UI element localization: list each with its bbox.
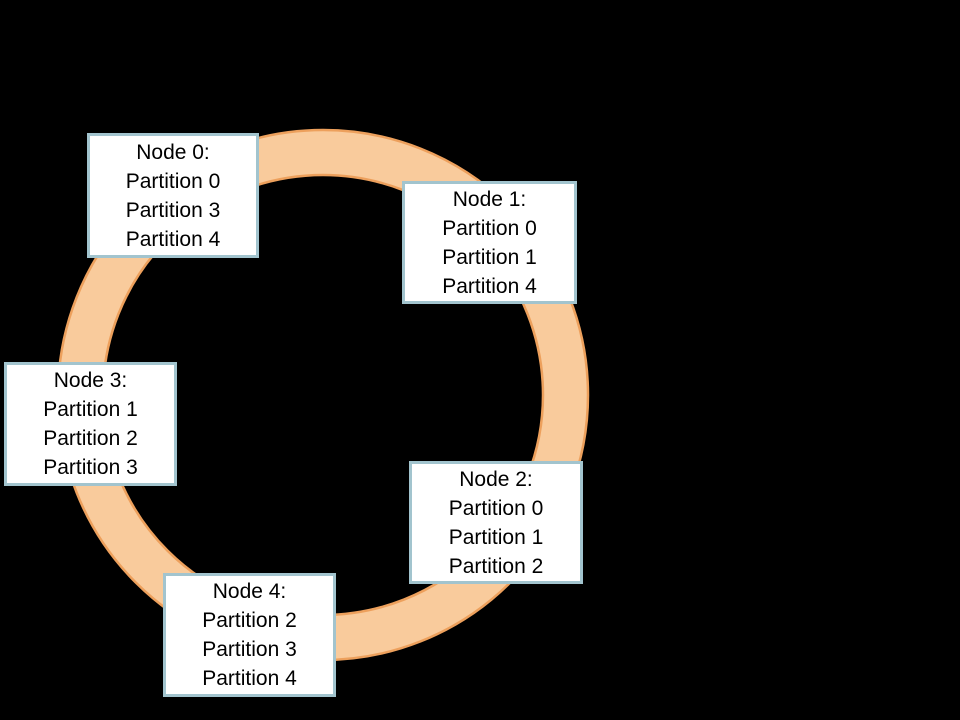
node-2-box: Node 2: Partition 0 Partition 1 Partitio… [409, 461, 583, 584]
partition-label: Partition 3 [43, 456, 138, 479]
node-3-box: Node 3: Partition 1 Partition 2 Partitio… [4, 362, 177, 486]
partition-label: Partition 2 [43, 427, 138, 450]
node-title: Node 2: [459, 467, 533, 491]
node-title: Node 1: [452, 187, 527, 211]
partition-label: Partition 4 [125, 227, 221, 251]
node-title: Node 0: [136, 140, 210, 164]
node-0-box: Node 0: Partition 0 Partition 3 Partitio… [87, 133, 259, 258]
partition-label: Partition 0 [125, 169, 221, 193]
node-title: Node 3: [53, 369, 128, 392]
partition-label: Partition 1 [442, 245, 537, 269]
node-1-box: Node 1: Partition 0 Partition 1 Partitio… [402, 181, 577, 304]
partition-label: Partition 4 [442, 274, 537, 298]
partition-label: Partition 4 [202, 667, 297, 690]
partition-label: Partition 2 [202, 609, 297, 632]
partition-label: Partition 3 [125, 198, 221, 222]
partition-label: Partition 0 [442, 216, 537, 240]
partition-label: Partition 3 [202, 638, 297, 661]
partition-label: Partition 2 [448, 554, 544, 578]
partition-label: Partition 1 [448, 525, 544, 549]
partition-label: Partition 0 [448, 496, 544, 520]
node-4-box: Node 4: Partition 2 Partition 3 Partitio… [163, 573, 336, 697]
partition-label: Partition 1 [43, 398, 138, 421]
node-title: Node 4: [212, 580, 287, 603]
